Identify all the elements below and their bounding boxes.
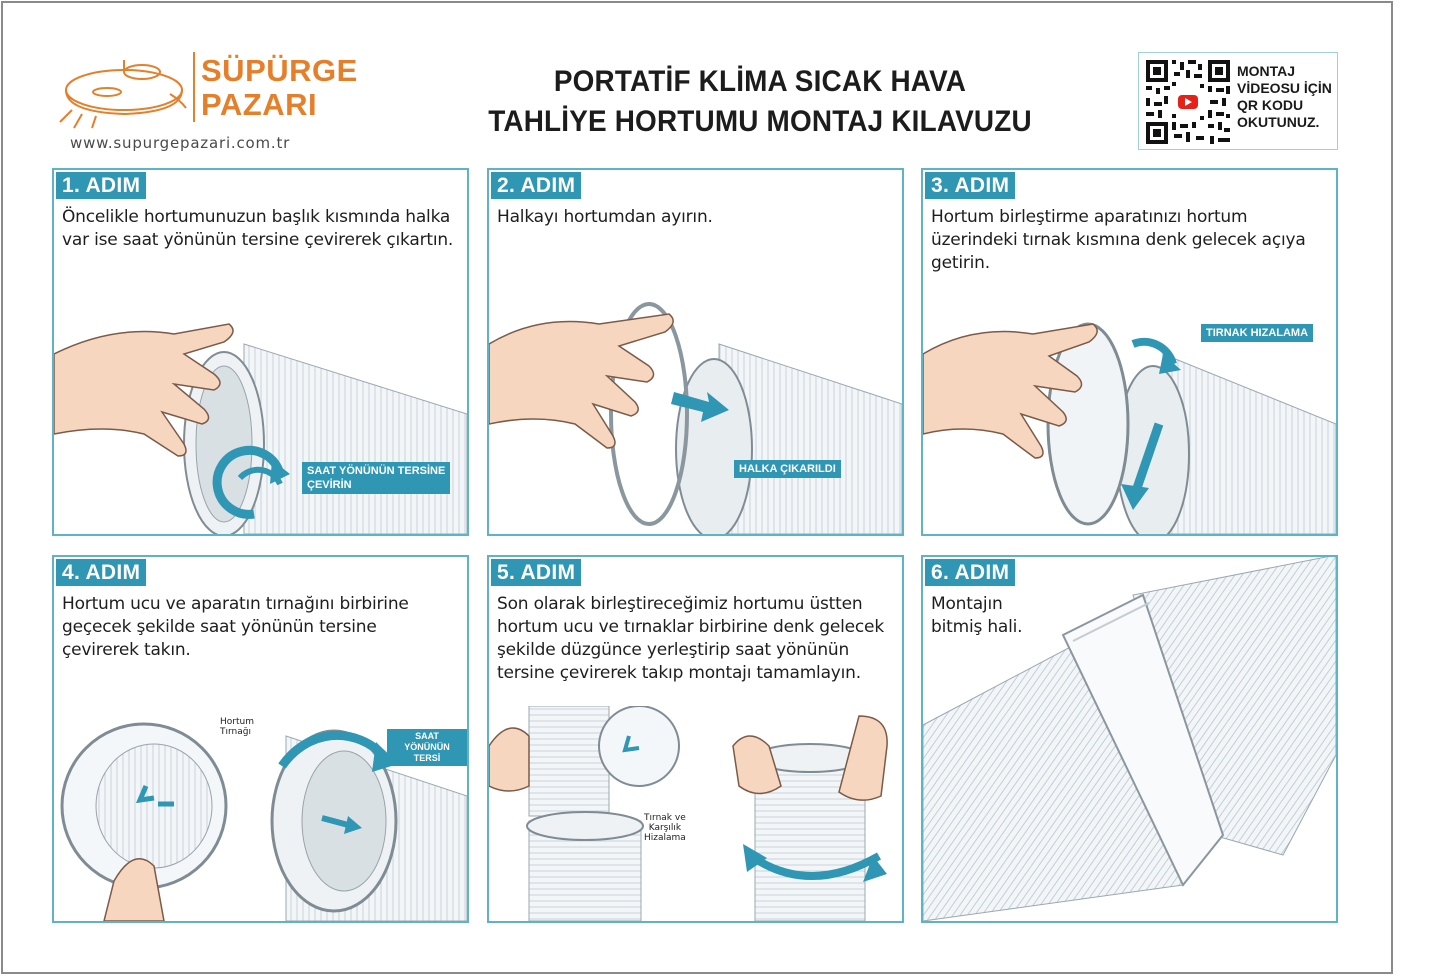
step-text: Montajın bitmiş hali.: [931, 594, 1023, 637]
step-text: Hortum ucu ve aparatın tırnağını birbiri…: [62, 594, 409, 660]
rotate-arrow-icon: [743, 844, 887, 882]
brand-name-line1: SÜPÜRGE: [201, 53, 358, 88]
logo-divider: [193, 52, 195, 122]
step-card-6: 6. ADIM Montajın bitmiş hali.: [921, 555, 1338, 923]
step-card-3: 3. ADIM Hortum birleştirme aparatınızı h…: [921, 168, 1338, 536]
step2-illustration: [489, 302, 902, 534]
step-label: 2. ADIM: [491, 172, 582, 199]
step4-illustration: [60, 722, 467, 921]
step5-illustration: [489, 706, 888, 921]
callout-line: ÇEVİRİN: [307, 479, 352, 491]
step-card-4: 4. ADIM Hortum ucu ve aparatın tırnağını…: [52, 555, 469, 923]
step3-illustration: [923, 322, 1336, 534]
note-line: Hortum: [220, 717, 254, 727]
step-label: 5. ADIM: [491, 559, 582, 586]
brand-url[interactable]: www.supurgepazari.com.tr: [70, 134, 291, 152]
step3-callout: TIRNAK HIZALAMA: [1201, 324, 1314, 342]
qr-caption-line: OKUTUNUZ.: [1237, 114, 1320, 130]
callout-line: SAAT YÖNÜNÜN TERSİNE: [307, 465, 446, 477]
qr-caption-line: MONTAJ: [1237, 63, 1296, 79]
brand-name-line2: PAZARI: [201, 87, 318, 122]
note-line: Tırnak ve: [644, 813, 686, 823]
callout-line: SAAT YÖNÜNÜN: [404, 731, 450, 752]
rotate-arrow-icon: [212, 445, 290, 519]
brand-name: SÜPÜRGE PAZARI: [201, 54, 358, 122]
step-label: 1. ADIM: [56, 172, 147, 199]
qr-caption-line: VİDEOSU İÇİN: [1237, 80, 1332, 96]
step-text: Hortum birleştirme aparatınızı hortum üz…: [931, 207, 1306, 273]
qr-code-icon[interactable]: [1144, 58, 1232, 146]
step1-illustration: [54, 323, 467, 534]
step6-illustration: [923, 557, 1336, 921]
step-label: 4. ADIM: [56, 559, 147, 586]
step4-callout: SAAT YÖNÜNÜN TERSİ: [387, 729, 467, 766]
page-title: PORTATİF KLİMA SICAK HAVA TAHLİYE HORTUM…: [444, 62, 1076, 142]
step5-note: Tırnak ve Karşılık Hizalama: [644, 813, 686, 843]
step-text: Öncelikle hortumunuzun başlık kısmında h…: [62, 207, 454, 250]
step-card-1: 1. ADIM Öncelikle hortumunuzun başlık kı…: [52, 168, 469, 536]
brand-logo[interactable]: SÜPÜRGE PAZARI www.supurgepazari.com.tr: [52, 48, 362, 158]
robot-vacuum-icon: [59, 60, 187, 129]
push-arrow-icon: [671, 392, 729, 422]
qr-panel[interactable]: MONTAJ VİDEOSU İÇİN QR KODU OKUTUNUZ.: [1138, 52, 1338, 150]
title-line2: TAHLİYE HORTUMU MONTAJ KILAVUZU: [488, 105, 1032, 138]
note-line: Hizalama: [644, 833, 686, 843]
callout-line: TERSİ: [413, 753, 441, 763]
step-text: Son olarak birleştireceğimiz hortumu üst…: [497, 594, 884, 683]
qr-caption-line: QR KODU: [1237, 97, 1304, 113]
step-card-2: 2. ADIM Halkayı hortumdan ayırın. HALKA …: [487, 168, 904, 536]
rotate-arrow-icon: [278, 730, 398, 834]
youtube-play-icon: [1178, 95, 1198, 109]
step1-callout: SAAT YÖNÜNÜN TERSİNE ÇEVİRİN: [302, 462, 451, 494]
rotate-arrow-icon: [1121, 337, 1181, 510]
step-card-5: 5. ADIM Son olarak birleştireceğimiz hor…: [487, 555, 904, 923]
step-label: 3. ADIM: [925, 172, 1016, 199]
qr-caption: MONTAJ VİDEOSU İÇİN QR KODU OKUTUNUZ.: [1237, 63, 1337, 131]
note-line: Karşılık: [648, 823, 682, 833]
step2-callout: HALKA ÇIKARILDI: [734, 460, 841, 478]
step-label: 6. ADIM: [925, 559, 1016, 586]
title-line1: PORTATİF KLİMA SICAK HAVA: [553, 65, 967, 98]
step4-note: Hortum Tırnağı: [220, 717, 254, 737]
note-line: Tırnağı: [220, 727, 251, 737]
step-text: Halkayı hortumdan ayırın.: [497, 207, 713, 227]
